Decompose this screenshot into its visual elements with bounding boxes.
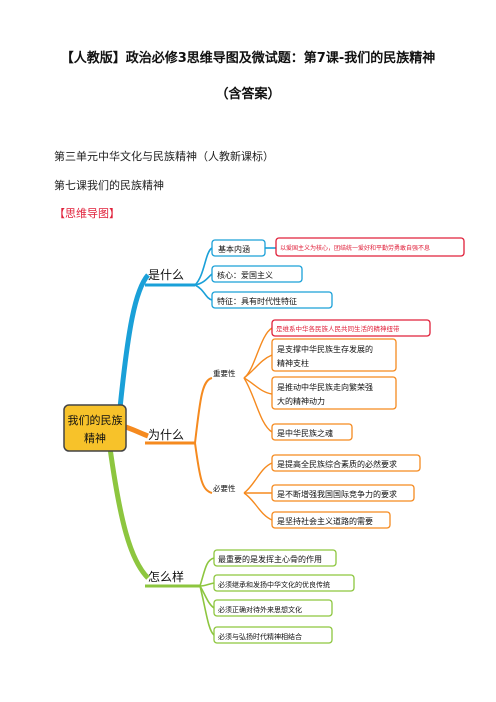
connector-nec-3 (243, 492, 273, 521)
connector-imp-1 (243, 327, 273, 379)
nec-item-box-1 (271, 454, 421, 472)
what-item-box-2 (211, 265, 303, 283)
nec-item-3: 是坚持社会主义道路的需要 (277, 516, 373, 526)
what-item-1: 基本内涵 (218, 244, 250, 254)
what-item-3: 特征：具有时代性特征 (217, 296, 297, 306)
imp-item-4: 是中华民族之魂 (277, 428, 333, 438)
root-label-1: 我们的民族 (68, 413, 123, 427)
lesson-heading: 第七课我们的民族精神 (54, 179, 164, 192)
imp-item-box-2 (271, 338, 397, 372)
branch-line-what (117, 273, 150, 409)
why-sub-importance: 重要性 (213, 368, 236, 378)
what-detail-box (275, 237, 465, 257)
imp-item-2b: 精神支柱 (277, 358, 309, 368)
nec-item-box-3 (271, 511, 391, 529)
connector-how-4 (199, 585, 215, 636)
how-item-box-2 (213, 574, 355, 592)
document-subtitle: （含答案） (215, 87, 281, 102)
connector-what-1 (194, 247, 213, 286)
connector-imp-2 (243, 354, 273, 379)
unit-heading: 第三单元中华文化与民族精神（人教新课标） (54, 150, 274, 163)
branch-line-how (107, 447, 150, 580)
connector-nec-1 (243, 462, 273, 494)
nec-item-box-2 (271, 484, 415, 502)
connector-what-2 (194, 273, 213, 286)
imp-item-box-1 (271, 319, 431, 337)
connector-imp-3 (243, 377, 273, 395)
how-item-box-1 (213, 549, 337, 567)
root-node (63, 404, 127, 452)
imp-item-3a: 是推动中华民族走向繁荣强 (277, 382, 373, 392)
how-item-box-4 (213, 626, 333, 644)
connector-why-1 (194, 377, 213, 444)
nec-item-1: 是提高全民族综合素质的必然要求 (277, 459, 397, 469)
connector-imp-4 (243, 377, 273, 433)
connector-how-1 (199, 557, 215, 587)
how-item-2: 必须继承和发扬中华文化的优良传统 (218, 580, 330, 589)
how-item-box-3 (213, 599, 333, 617)
why-sub-necessity: 必要性 (213, 483, 236, 493)
what-item-2: 核心：爱国主义 (217, 270, 273, 280)
branch-label-why: 为什么 (148, 428, 184, 442)
connector-how-2 (199, 582, 215, 587)
imp-item-3b: 大的精神动力 (277, 396, 325, 406)
imp-item-2a: 是支撑中华民族生存发展的 (277, 344, 373, 354)
what-detail: 以爱国主义为核心，团结统一爱好和平勤劳勇敢自强不息 (280, 244, 430, 252)
imp-item-box-3 (271, 376, 397, 410)
document-title: 【人教版】政治必修3思维导图及微试题：第7课-我们的民族精神 (60, 51, 436, 66)
branch-label-how: 怎么样 (148, 569, 184, 584)
imp-item-1: 是维系中华各民族人民共同生活的精神纽带 (276, 324, 400, 333)
nec-item-2: 是不断增强我国国际竞争力的要求 (277, 489, 397, 499)
how-item-4: 必须与弘扬时代精神相结合 (218, 632, 302, 641)
how-item-3: 必须正确对待外来思想文化 (218, 605, 302, 614)
root-label-2: 精神 (84, 431, 106, 445)
branch-label-what: 是什么 (148, 268, 184, 282)
what-item-box-3 (211, 291, 333, 309)
connector-what-3 (194, 284, 213, 301)
what-item-box-1 (211, 239, 266, 257)
imp-item-box-4 (271, 423, 353, 441)
how-item-1: 最重要的是发挥主心骨的作用 (218, 554, 322, 564)
connector-why-2 (194, 442, 213, 494)
section-heading: 【思维导图】 (54, 207, 120, 220)
